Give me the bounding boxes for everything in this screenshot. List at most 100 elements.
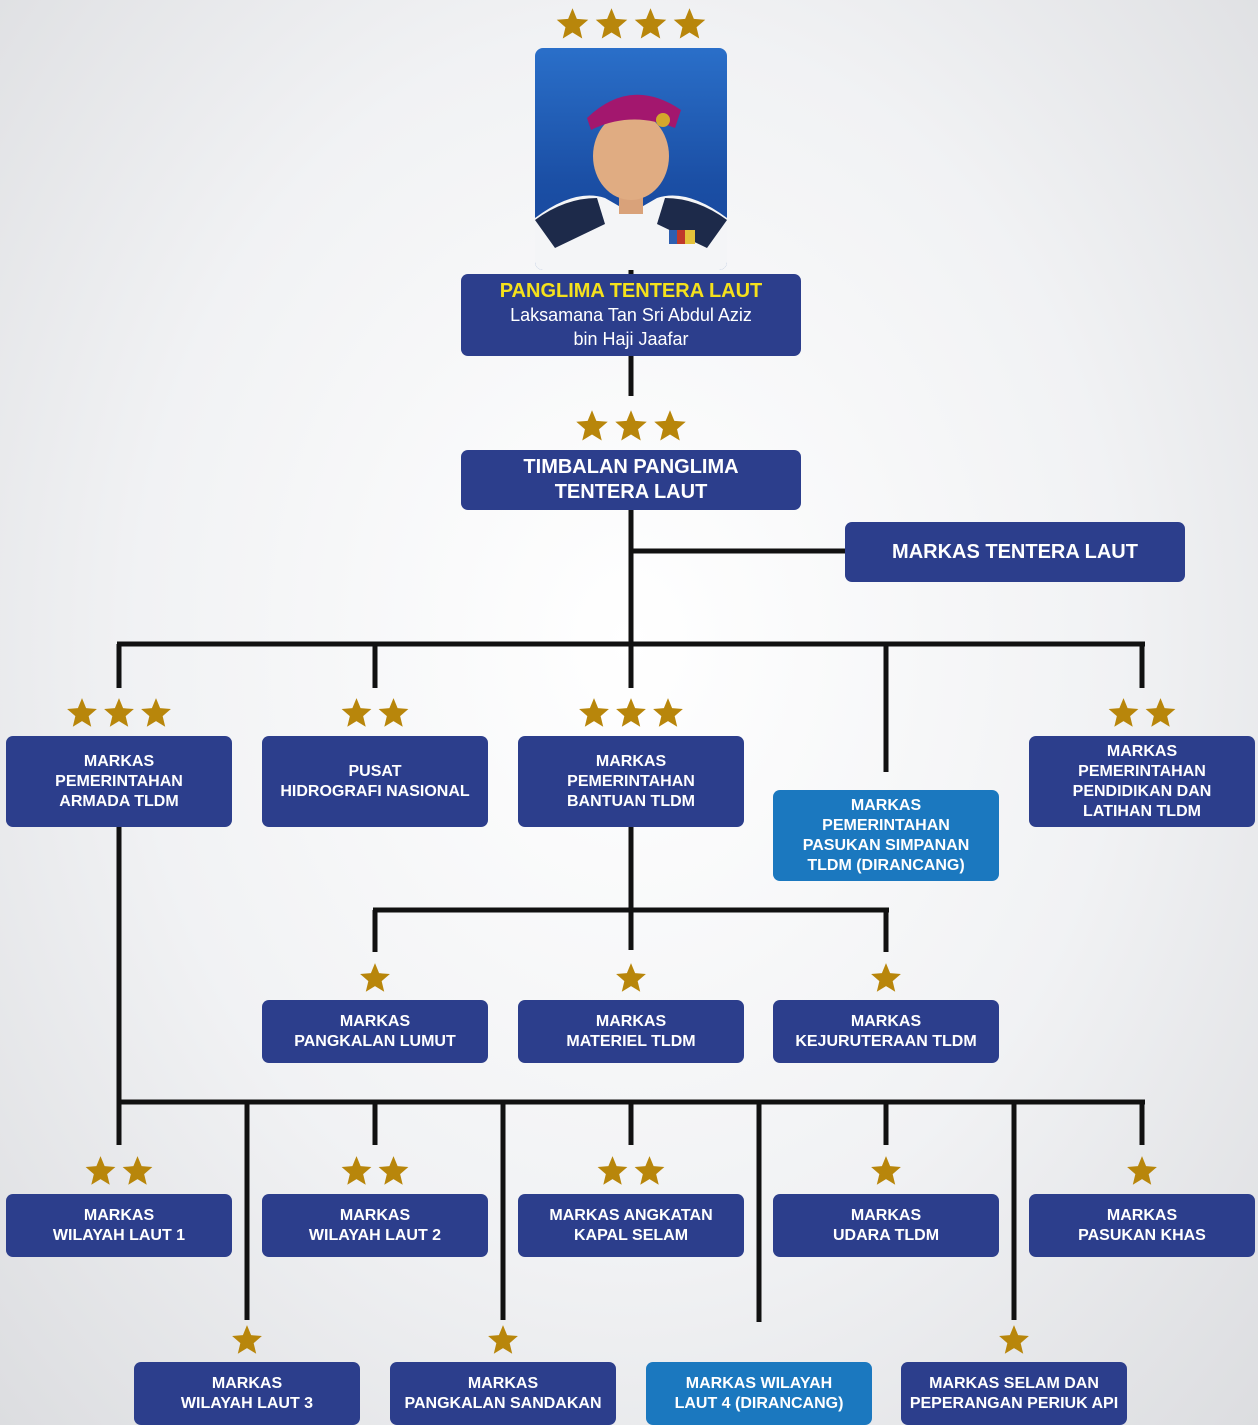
hq-box: MARKAS TENTERA LAUT	[845, 522, 1185, 582]
unit-label-line: PUSAT	[348, 762, 402, 780]
star-icon	[378, 1156, 409, 1185]
unit-label-line: LATIHAN TLDM	[1083, 802, 1201, 820]
unit-label-line: MATERIEL TLDM	[566, 1032, 696, 1050]
star-icon	[871, 963, 901, 992]
unit-label-line: PENDIDIKAN DAN	[1072, 782, 1212, 800]
rank-stars	[596, 1154, 667, 1188]
rank-stars	[869, 961, 903, 995]
unit-box: MARKAS PEMERINTAHAN BANTUAN TLDM	[518, 736, 744, 827]
unit-label-line: MARKAS	[339, 1206, 411, 1224]
rank-stars	[1125, 1154, 1159, 1188]
unit-label-line: MARKAS	[211, 1374, 283, 1392]
unit-box: PUSAT HIDROGRAFI NASIONAL	[262, 736, 488, 827]
rank-stars	[358, 961, 392, 995]
rank-stars-panglima	[555, 6, 708, 40]
star-icon	[616, 963, 646, 992]
rank-stars	[65, 696, 173, 730]
rank-stars	[340, 696, 411, 730]
panglima-name-line2: bin Haji Jaafar	[573, 329, 689, 349]
unit-box: MARKAS WILAYAH LAUT 4 (DIRANCANG)	[646, 1362, 872, 1425]
unit-label-line: MARKAS	[339, 1012, 411, 1030]
unit-box: MARKAS ANGKATAN KAPAL SELAM	[518, 1194, 744, 1257]
unit-label-line: WILAYAH LAUT 2	[308, 1226, 442, 1244]
unit-label-line: PEMERINTAHAN	[1078, 762, 1206, 780]
star-icon	[122, 1156, 153, 1185]
deputy-line1: TIMBALAN PANGLIMA	[523, 456, 739, 478]
star-icon	[1108, 698, 1139, 727]
panglima-box: PANGLIMA TENTERA LAUT Laksamana Tan Sri …	[461, 274, 801, 356]
unit-label-line: MARKAS SELAM DAN	[929, 1374, 1099, 1392]
rank-stars	[869, 1154, 903, 1188]
star-icon	[85, 1156, 116, 1185]
unit-label-line: MARKAS	[850, 1206, 922, 1224]
unit-label-line: PANGKALAN SANDAKAN	[404, 1394, 602, 1412]
star-icon	[488, 1325, 518, 1354]
star-icon	[597, 1156, 628, 1185]
star-icon	[616, 698, 646, 727]
star-icon	[673, 8, 706, 39]
unit-label-line: KEJURUTERAAN TLDM	[795, 1032, 977, 1050]
unit-box: MARKAS SELAM DAN PEPERANGAN PERIUK API	[901, 1362, 1127, 1425]
unit-label-line: TLDM (DIRANCANG)	[807, 856, 965, 874]
rank-stars	[230, 1323, 264, 1357]
unit-label-line: PEMERINTAHAN	[567, 772, 695, 790]
rank-stars	[997, 1323, 1031, 1357]
rank-stars	[1107, 696, 1178, 730]
commander-portrait	[535, 48, 727, 270]
star-icon	[1127, 1156, 1157, 1185]
panglima-name-line1: Laksamana Tan Sri Abdul Aziz	[510, 305, 752, 325]
deputy-line2: TENTERA LAUT	[554, 481, 708, 503]
star-icon	[360, 963, 390, 992]
unit-label-line: MARKAS	[595, 752, 667, 770]
unit-box: MARKAS WILAYAH LAUT 2	[262, 1194, 488, 1257]
star-icon	[341, 698, 372, 727]
unit-label-line: ARMADA TLDM	[59, 792, 179, 810]
star-icon	[615, 410, 647, 441]
star-icon	[556, 8, 589, 39]
unit-label-line: MARKAS ANGKATAN	[549, 1206, 713, 1224]
unit-label-line: WILAYAH LAUT 3	[180, 1394, 314, 1412]
unit-label-line: KAPAL SELAM	[573, 1226, 689, 1244]
rank-stars-deputy	[574, 408, 688, 442]
unit-label-line: MARKAS	[595, 1012, 667, 1030]
star-icon	[595, 8, 628, 39]
unit-box: MARKAS PANGKALAN LUMUT	[262, 1000, 488, 1063]
unit-label-line: PEPERANGAN PERIUK API	[909, 1394, 1119, 1412]
portrait-illustration	[535, 94, 727, 270]
star-icon	[341, 1156, 372, 1185]
unit-label-line: PANGKALAN LUMUT	[294, 1032, 456, 1050]
unit-box: MARKAS PEMERINTAHAN PENDIDIKAN DAN LATIHAN …	[1029, 736, 1255, 827]
star-icon	[634, 1156, 665, 1185]
unit-box: MARKAS PANGKALAN SANDAKAN	[390, 1362, 616, 1425]
deputy-box: TIMBALAN PANGLIMA TENTERA LAUT	[461, 450, 801, 510]
unit-label-line: BANTUAN TLDM	[567, 792, 695, 810]
unit-label-line: PASUKAN KHAS	[1078, 1226, 1206, 1244]
unit-label-line: PASUKAN SIMPANAN	[802, 836, 970, 854]
star-icon	[634, 8, 667, 39]
unit-label-line: PEMERINTAHAN	[55, 772, 183, 790]
unit-box: MARKAS MATERIEL TLDM	[518, 1000, 744, 1063]
unit-box: MARKAS WILAYAH LAUT 3	[134, 1362, 360, 1425]
star-icon	[579, 698, 609, 727]
unit-label-line: MARKAS	[83, 1206, 155, 1224]
unit-label-line: WILAYAH LAUT 1	[52, 1226, 186, 1244]
unit-label-line: MARKAS	[83, 752, 155, 770]
unit-label-line: HIDROGRAFI NASIONAL	[280, 782, 470, 800]
panglima-title: PANGLIMA TENTERA LAUT	[499, 280, 763, 302]
unit-box: MARKAS WILAYAH LAUT 1	[6, 1194, 232, 1257]
star-icon	[1145, 698, 1176, 727]
rank-stars	[577, 696, 685, 730]
unit-label-line: PEMERINTAHAN	[822, 816, 950, 834]
unit-label-line: MARKAS WILAYAH	[685, 1374, 833, 1392]
star-icon	[576, 410, 608, 441]
unit-label-line: MARKAS	[1106, 742, 1178, 760]
unit-label-line: MARKAS	[467, 1374, 539, 1392]
unit-label-line: LAUT 4 (DIRANCANG)	[674, 1394, 844, 1412]
unit-label-line: MARKAS	[850, 1012, 922, 1030]
star-icon	[67, 698, 97, 727]
hq-label: MARKAS TENTERA LAUT	[892, 540, 1138, 563]
rank-stars	[614, 961, 648, 995]
